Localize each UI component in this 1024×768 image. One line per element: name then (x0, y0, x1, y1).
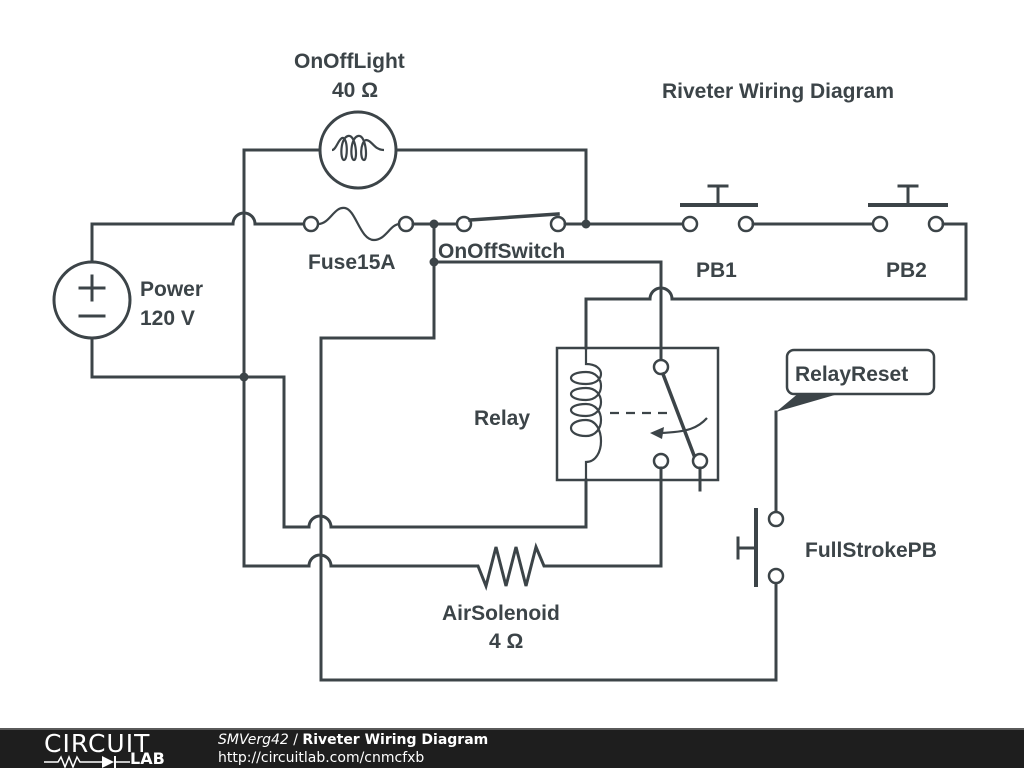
switch-label: OnOffSwitch (438, 240, 565, 263)
footer-bar: CIRCUIT LAB SMVerg42 / Riveter Wiring Di… (0, 728, 1024, 768)
footer-separator: / (288, 732, 303, 748)
wire-power-bottom (90, 336, 588, 529)
footer-title: Riveter Wiring Diagram (302, 732, 489, 748)
fuse-label: Fuse15A (308, 251, 396, 274)
footer-url[interactable]: http://circuitlab.com/cnmcfxb (218, 750, 425, 766)
light-value: 40 Ω (332, 79, 378, 102)
relayreset-label: RelayReset (795, 363, 908, 386)
pb1-pushbutton[interactable] (680, 184, 758, 233)
logo-resistor-diode-icon (44, 754, 130, 768)
wire-relay-solenoid (550, 466, 663, 568)
footer-title-line: SMVerg42 / Riveter Wiring Diagram (218, 732, 488, 749)
diagram-title: Riveter Wiring Diagram (662, 80, 894, 103)
circuitlab-logo[interactable]: CIRCUIT (44, 729, 151, 758)
onoff-switch[interactable] (455, 212, 567, 233)
wire-to-relay-contact (432, 260, 663, 362)
junction (239, 372, 249, 382)
solenoid-label: AirSolenoid (442, 602, 560, 625)
power-value: 120 V (140, 307, 195, 330)
pb2-label: PB2 (886, 259, 927, 282)
light-label: OnOffLight (294, 50, 405, 73)
solenoid-value: 4 Ω (489, 630, 523, 653)
pb1-label: PB1 (696, 259, 737, 282)
filament-icon (331, 134, 385, 162)
wire-left-bus (242, 148, 470, 568)
fuse-15a[interactable] (302, 206, 415, 242)
relayreset-callout: RelayReset (776, 348, 936, 412)
wire-switch-down (319, 222, 778, 682)
fullstroke-label: FullStrokePB (805, 539, 937, 562)
footer-user[interactable]: SMVerg42 (218, 732, 289, 748)
junction (581, 219, 591, 229)
schematic-canvas: Riveter Wiring Diagram Power 120 V OnOff… (52, 50, 968, 682)
wire-pb2-return (584, 222, 968, 350)
fullstroke-pushbutton[interactable] (736, 410, 785, 587)
relay-arrow-icon (659, 417, 708, 435)
relay-coil-icon (569, 348, 603, 480)
relay[interactable] (555, 346, 720, 492)
onofflight-lamp[interactable] (318, 110, 398, 190)
wire-light-right (394, 148, 588, 226)
logo-lab-text: LAB (130, 749, 165, 768)
power-label: Power (140, 278, 203, 301)
airsolenoid-resistor-icon[interactable] (466, 542, 554, 591)
relay-label: Relay (474, 407, 530, 430)
wire-power-top (90, 211, 306, 264)
pb2-pushbutton[interactable] (868, 184, 948, 233)
power-source[interactable] (52, 260, 132, 340)
